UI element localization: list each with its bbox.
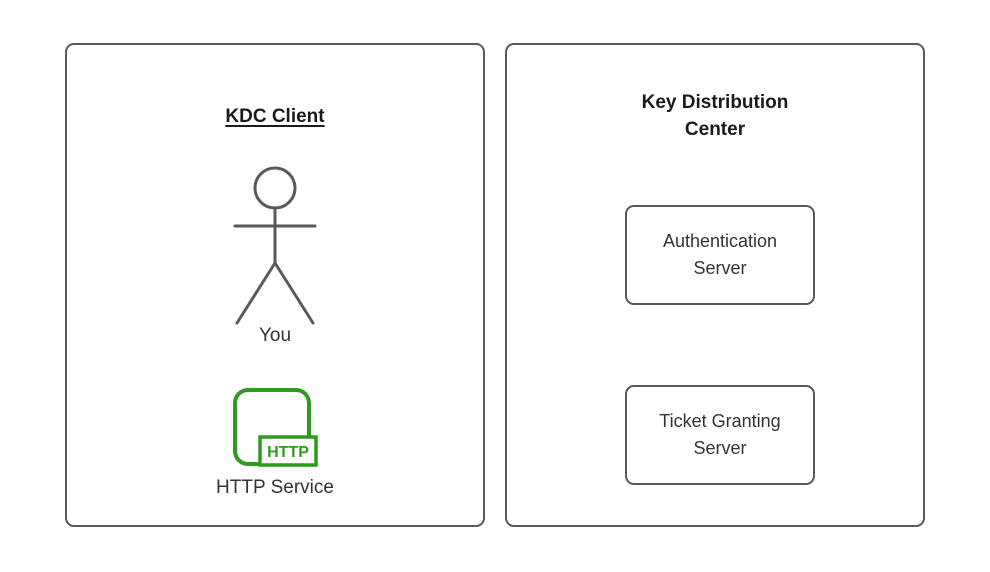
- kdc-title: Key Distribution Center: [507, 89, 923, 143]
- ticket-granting-server-label: Ticket Granting Server: [659, 411, 781, 458]
- key-distribution-center-panel: Key Distribution Center Authentication S…: [505, 43, 925, 527]
- actor-label: You: [258, 325, 292, 346]
- kdc-title-text: Key Distribution Center: [641, 92, 789, 140]
- actor-right-leg: [273, 261, 315, 325]
- http-service-label: HTTP Service: [216, 477, 334, 498]
- authentication-server-node: Authentication Server: [625, 205, 815, 305]
- authentication-server-label: Authentication Server: [662, 231, 778, 278]
- http-badge-text: HTTP: [267, 444, 309, 461]
- http-icon-badge: [258, 435, 318, 467]
- actor-left-leg: [235, 261, 277, 325]
- http-service-icon: HTTP: [233, 388, 318, 467]
- actor-head: [253, 166, 297, 210]
- kdc-client-panel: KDC Client You HTTP HTTP Service: [65, 43, 485, 527]
- stick-figure-actor-icon: [233, 166, 317, 325]
- ticket-granting-server-node: Ticket Granting Server: [625, 385, 815, 485]
- kdc-client-title: KDC Client: [225, 106, 325, 127]
